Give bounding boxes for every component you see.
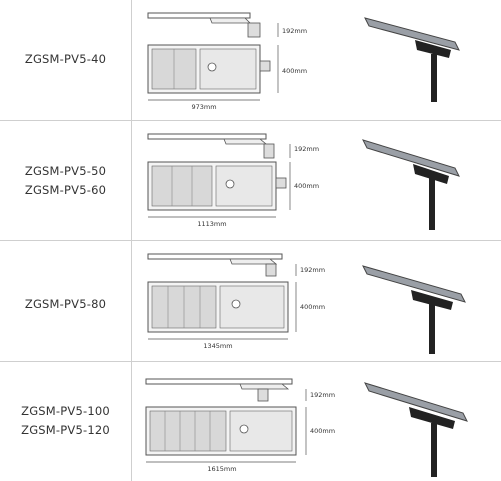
dimension-drawing: 192mm 400mm 1113mm: [147, 133, 319, 228]
dimension-drawing: 192mm 400mm 1615mm: [145, 378, 335, 473]
table-row: ZGSM-PV5-50 ZGSM-PV5-60 192mm 400mm 1113…: [0, 120, 501, 241]
length-dimension: 973mm: [191, 103, 216, 111]
width-dimension: 400mm: [310, 427, 335, 435]
product-image: [362, 139, 460, 230]
table-row: ZGSM-PV5-40 192mm 400mm 973mm: [0, 0, 501, 121]
length-dimension: 1345mm: [203, 342, 232, 350]
dimension-drawing: 192mm 400mm 973mm: [147, 12, 307, 111]
model-name: ZGSM-PV5-40: [24, 52, 107, 66]
model-name: ZGSM-PV5-100: [21, 404, 110, 418]
width-dimension: 400mm: [294, 182, 319, 190]
model-name: ZGSM-PV5-60: [24, 183, 107, 197]
height-dimension: 192mm: [294, 145, 319, 153]
height-dimension: 192mm: [282, 27, 307, 35]
product-image: [364, 382, 468, 477]
model-name: ZGSM-PV5-80: [24, 297, 107, 311]
table-row: ZGSM-PV5-80 192mm 400mm 1345mm: [0, 240, 501, 362]
dimension-drawing: 192mm 400mm 1345mm: [147, 253, 325, 350]
product-image: [362, 265, 466, 354]
height-dimension: 192mm: [310, 391, 335, 399]
model-name: ZGSM-PV5-120: [21, 423, 110, 437]
width-dimension: 400mm: [300, 303, 325, 311]
length-dimension: 1615mm: [207, 465, 236, 473]
product-image: [364, 17, 460, 102]
table-row: ZGSM-PV5-100 ZGSM-PV5-120 192mm 400mm 16…: [0, 361, 501, 480]
length-dimension: 1113mm: [197, 220, 226, 228]
width-dimension: 400mm: [282, 67, 307, 75]
model-name: ZGSM-PV5-50: [24, 164, 107, 178]
height-dimension: 192mm: [300, 266, 325, 274]
